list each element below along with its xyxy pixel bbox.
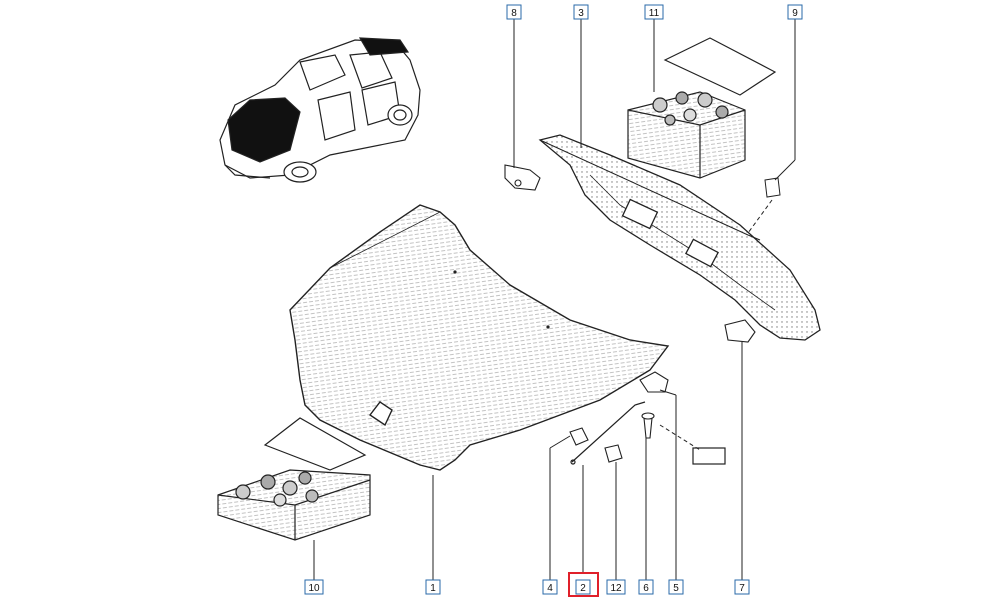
callout-label-8: 8 <box>511 8 517 19</box>
callout-5[interactable]: 5 <box>668 579 684 595</box>
callout-3[interactable]: 3 <box>573 4 589 20</box>
callout-label-6: 6 <box>643 583 649 594</box>
callout-label-12: 12 <box>610 583 622 594</box>
callout-12[interactable]: 12 <box>606 579 626 595</box>
clip-kit-box-10 <box>217 417 371 541</box>
callouts: 8 3 11 9 10 1 4 2 <box>304 4 803 597</box>
callout-label-11: 11 <box>649 8 660 19</box>
hinge-part-7 <box>724 319 756 343</box>
callout-9[interactable]: 9 <box>787 4 803 20</box>
callout-label-5: 5 <box>673 583 679 594</box>
assembly-arrows <box>659 199 773 451</box>
callout-11[interactable]: 11 <box>644 4 664 20</box>
callout-4[interactable]: 4 <box>542 579 558 595</box>
callout-7[interactable]: 7 <box>734 579 750 595</box>
plug-part-6 <box>641 412 655 439</box>
clip-part-12 <box>604 444 623 463</box>
callout-label-2: 2 <box>580 583 586 594</box>
callout-label-10: 10 <box>308 583 320 594</box>
car-illustration <box>219 37 421 183</box>
callout-10[interactable]: 10 <box>304 579 324 595</box>
callout-1[interactable]: 1 <box>425 579 441 595</box>
callout-8[interactable]: 8 <box>506 4 522 20</box>
bracket-part-8 <box>504 164 541 191</box>
rear-panel <box>538 134 821 341</box>
callout-label-1: 1 <box>430 583 436 594</box>
pad-part <box>692 447 726 465</box>
clip-part-4 <box>569 427 589 446</box>
callout-label-4: 4 <box>547 583 553 594</box>
stay-rod-part-2 <box>570 401 646 465</box>
clip-kit-box-11 <box>627 37 777 179</box>
callout-label-9: 9 <box>792 8 798 19</box>
callout-label-7: 7 <box>739 583 745 594</box>
callout-2[interactable]: 2 <box>568 572 599 597</box>
leader-lines <box>313 18 796 580</box>
callout-label-3: 3 <box>578 8 584 19</box>
callout-6[interactable]: 6 <box>638 579 654 595</box>
latch-part-5 <box>639 371 669 393</box>
hood-panel <box>289 204 670 471</box>
clip-part-9 <box>764 177 781 198</box>
